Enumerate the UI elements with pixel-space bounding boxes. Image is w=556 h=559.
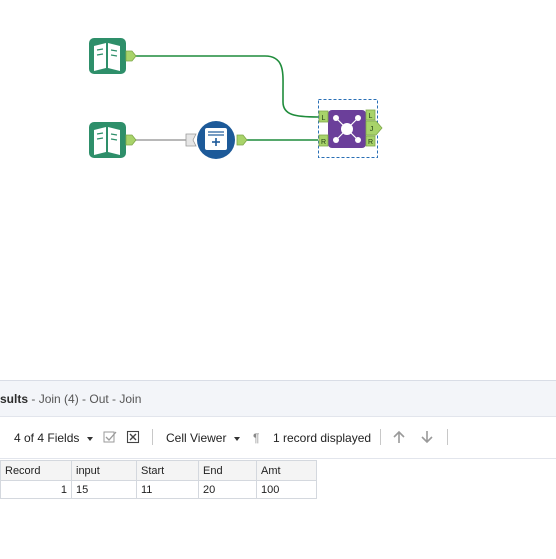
toolbar-divider [380, 429, 381, 445]
formula-tool[interactable] [185, 121, 248, 159]
workflow-canvas[interactable]: L R L J R [0, 0, 556, 380]
arrow-up-icon[interactable] [391, 429, 407, 445]
column-header-end[interactable]: End [198, 460, 257, 481]
results-title-sub: - Join (4) - Out - Join [31, 392, 142, 406]
fields-dropdown[interactable]: 4 of 4 Fields [14, 431, 94, 445]
toolbar-divider [447, 429, 448, 445]
chevron-down-icon [87, 436, 94, 441]
input-data-tool-2[interactable] [89, 122, 137, 158]
column-header-record[interactable]: Record [0, 460, 72, 481]
fields-dropdown-label: 4 of 4 Fields [14, 431, 80, 445]
results-header: sults - Join (4) - Out - Join [0, 380, 556, 417]
table-cell-end[interactable]: 20 [198, 480, 257, 499]
check-icon[interactable] [103, 430, 117, 444]
join-anchor-label-right-in: R [321, 139, 326, 146]
column-header-amt[interactable]: Amt [256, 460, 317, 481]
join-anchor-label-right-out: R [368, 139, 373, 146]
column-header-start[interactable]: Start [136, 460, 199, 481]
toolbar-divider [152, 429, 153, 445]
table-cell-amt[interactable]: 100 [256, 480, 317, 499]
connection-input1-join-left[interactable] [135, 55, 319, 118]
table-cell-input[interactable]: 15 [71, 480, 137, 499]
column-header-input[interactable]: input [71, 460, 137, 481]
table-cell-start[interactable]: 11 [136, 480, 199, 499]
cell-viewer-dropdown[interactable]: Cell Viewer [166, 431, 241, 445]
results-table: Record input Start End Amt 1 15 11 20 10… [0, 460, 317, 499]
workflow-diagram: L R L J R [89, 38, 383, 159]
chevron-down-icon [234, 436, 241, 441]
deselect-icon[interactable] [126, 430, 140, 444]
pilcrow-icon[interactable]: ¶ [253, 431, 260, 445]
join-anchor-label-left-out: L [369, 113, 373, 120]
results-window: sults - Join (4) - Out - Join 4 of 4 Fie… [0, 380, 556, 559]
input-data-tool-1[interactable] [89, 38, 137, 74]
join-tool[interactable]: L R L J R [318, 99, 383, 158]
join-anchor-label-left-in: L [322, 115, 326, 122]
join-anchor-label-join-out: J [370, 126, 374, 133]
results-title: sults - Join (4) - Out - Join [0, 392, 141, 406]
results-title-main: sults [0, 392, 29, 406]
arrow-down-icon[interactable] [419, 429, 435, 445]
record-count: 1 record displayed [273, 431, 372, 445]
table-header-row: Record input Start End Amt [0, 460, 317, 481]
results-toolbar: 4 of 4 Fields Cell Viewer ¶ 1 record dis… [0, 417, 556, 459]
table-cell-record[interactable]: 1 [0, 480, 72, 499]
table-row: 1 15 11 20 100 [0, 480, 317, 499]
cell-viewer-label: Cell Viewer [166, 431, 227, 445]
